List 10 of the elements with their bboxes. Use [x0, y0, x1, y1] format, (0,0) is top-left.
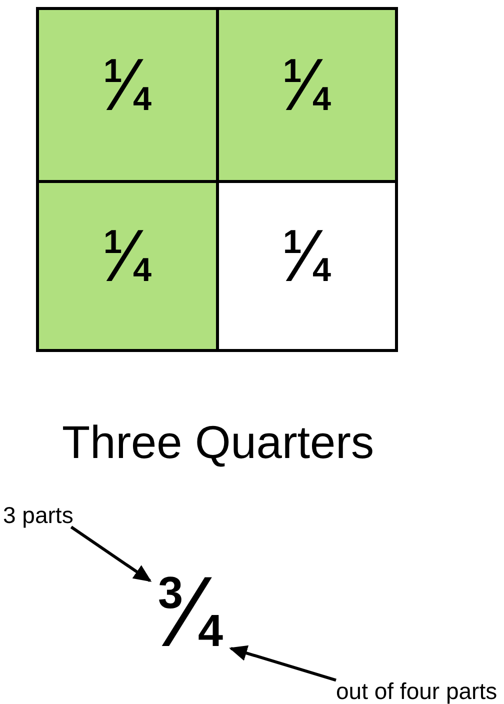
shaded-square — [39, 10, 216, 180]
annotation-text: 3 parts — [3, 503, 74, 527]
square-grid — [36, 7, 398, 352]
square — [219, 183, 395, 349]
annotation-text: out of four parts — [336, 679, 498, 703]
caption-heading: Three Quarters — [62, 417, 374, 467]
arrow — [70, 526, 152, 582]
shaded-square — [39, 183, 216, 349]
shaded-square — [219, 10, 395, 180]
arrow — [229, 645, 336, 682]
